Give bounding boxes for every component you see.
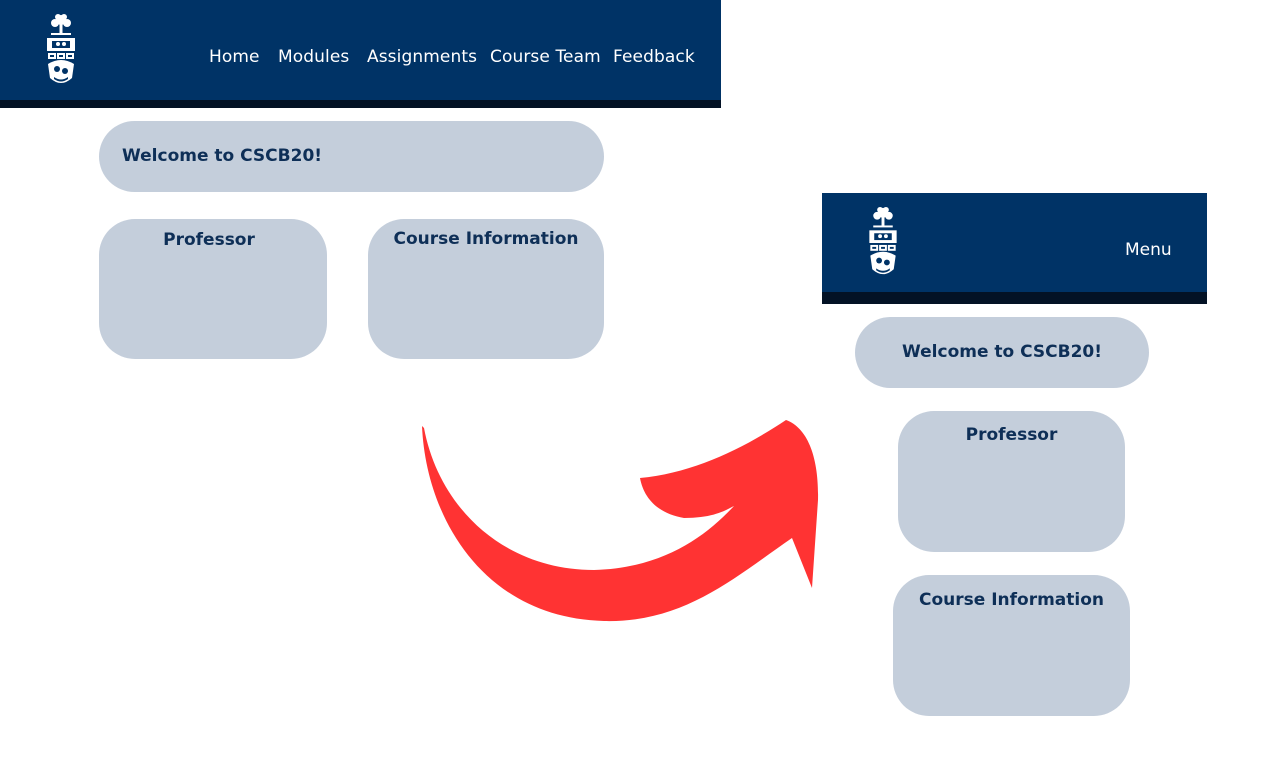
- desktop-professor-card[interactable]: Professor: [99, 219, 327, 359]
- nav-feedback[interactable]: Feedback: [613, 47, 695, 67]
- desktop-welcome-text: Welcome to CSCB20!: [122, 146, 323, 166]
- mobile-menu-button[interactable]: Menu: [1125, 240, 1172, 260]
- mobile-welcome-banner: Welcome to CSCB20!: [855, 317, 1149, 388]
- desktop-header: [0, 0, 721, 100]
- nav-course-team[interactable]: Course Team: [490, 47, 601, 67]
- desktop-course-info-card[interactable]: Course Information: [368, 219, 604, 359]
- desktop-professor-title: Professor: [163, 230, 255, 250]
- nav-assignments[interactable]: Assignments: [367, 47, 478, 67]
- mobile-university-crest-icon[interactable]: [864, 205, 902, 281]
- nav-home[interactable]: Home: [209, 47, 260, 67]
- desktop-header-strip: [0, 100, 721, 108]
- curved-arrow-icon: [414, 418, 824, 628]
- mobile-professor-title: Professor: [965, 425, 1058, 445]
- mobile-welcome-text: Welcome to CSCB20!: [901, 342, 1103, 362]
- nav-modules[interactable]: Modules: [278, 47, 350, 67]
- mobile-header-strip: [822, 292, 1207, 304]
- mobile-course-info-title: Course Information: [918, 590, 1105, 610]
- desktop-course-info-title: Course Information: [393, 229, 579, 249]
- desktop-welcome-banner: Welcome to CSCB20!: [99, 121, 604, 192]
- mobile-professor-card[interactable]: Professor: [898, 411, 1125, 552]
- mobile-course-info-card[interactable]: Course Information: [893, 575, 1130, 716]
- university-crest-icon[interactable]: [42, 12, 80, 90]
